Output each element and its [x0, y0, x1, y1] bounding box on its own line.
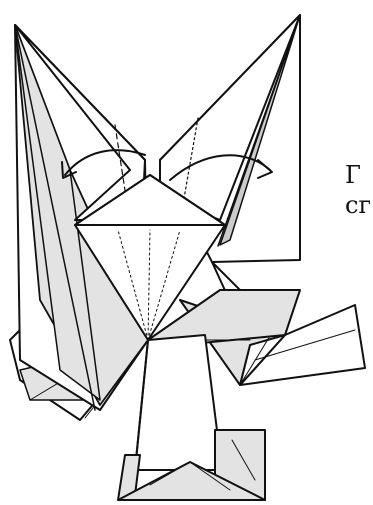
step-caption-line-2: сг	[345, 190, 373, 220]
step-caption: Г сг	[345, 160, 373, 220]
body-front	[135, 335, 222, 470]
step-caption-line-1: Г	[345, 160, 373, 190]
